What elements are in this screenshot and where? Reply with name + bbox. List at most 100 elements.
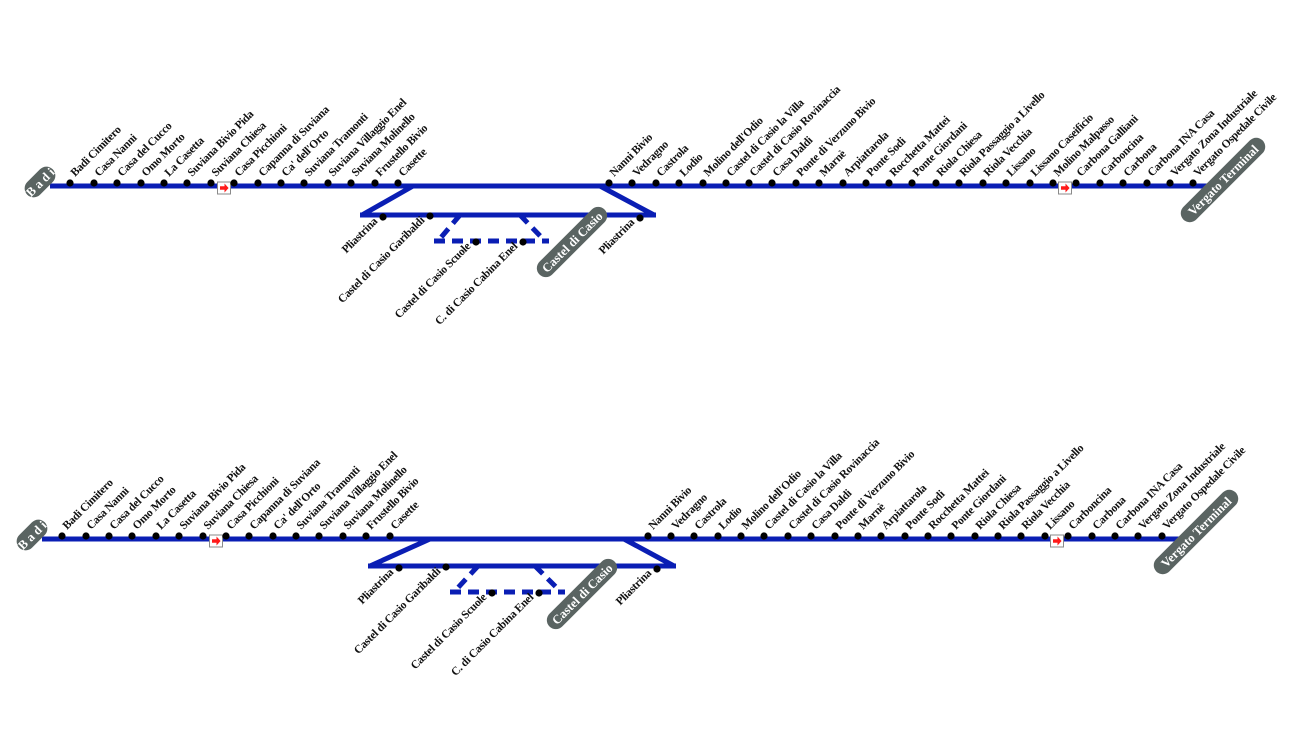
stop-dot[interactable]: [199, 532, 207, 540]
stop-dot[interactable]: [675, 179, 683, 187]
stop-dot[interactable]: [644, 532, 652, 540]
stop-dot[interactable]: [1088, 532, 1096, 540]
stop-dot[interactable]: [113, 179, 121, 187]
stop[interactable]: Castel di Casio Scuole: [409, 589, 496, 672]
stop[interactable]: C. di Casio Cabina Enel: [449, 589, 543, 679]
stop-dot[interactable]: [488, 589, 496, 597]
stop-dot[interactable]: [519, 238, 527, 246]
stop-dot[interactable]: [254, 179, 262, 187]
stop-dot[interactable]: [160, 179, 168, 187]
stop-dot[interactable]: [82, 532, 90, 540]
stop-dot[interactable]: [854, 532, 862, 540]
stop-dot[interactable]: [667, 532, 675, 540]
stop-dot[interactable]: [1119, 179, 1127, 187]
stop-dot[interactable]: [230, 179, 238, 187]
terminal-start[interactable]: B a d i: [21, 163, 59, 201]
stop-dot[interactable]: [1072, 179, 1080, 187]
stop-dot[interactable]: [183, 179, 191, 187]
stop-dot[interactable]: [371, 179, 379, 187]
stop-dot[interactable]: [955, 179, 963, 187]
stop-dot[interactable]: [831, 532, 839, 540]
stop-dot[interactable]: [442, 563, 450, 571]
stop-dot[interactable]: [128, 532, 136, 540]
stop-dot[interactable]: [839, 179, 847, 187]
stop-dot[interactable]: [1096, 179, 1104, 187]
stop-dot[interactable]: [58, 532, 66, 540]
stop-dot[interactable]: [690, 532, 698, 540]
stop-dot[interactable]: [924, 532, 932, 540]
stop-dot[interactable]: [395, 564, 403, 572]
stop-dot[interactable]: [994, 532, 1002, 540]
stop-dot[interactable]: [760, 532, 768, 540]
stop-dot[interactable]: [699, 179, 707, 187]
stop-dot[interactable]: [379, 213, 387, 221]
stop-dot[interactable]: [535, 589, 543, 597]
stop-dot[interactable]: [1111, 532, 1119, 540]
stop-dot[interactable]: [277, 179, 285, 187]
stop-dot[interactable]: [768, 179, 776, 187]
stop-dot[interactable]: [1041, 532, 1049, 540]
stop-dot[interactable]: [347, 179, 355, 187]
stop[interactable]: Pliastrina: [614, 565, 661, 608]
stop-dot[interactable]: [1158, 532, 1166, 540]
stop-dot[interactable]: [877, 532, 885, 540]
stop-dot[interactable]: [362, 532, 370, 540]
stop-dot[interactable]: [653, 565, 661, 573]
stop-dot[interactable]: [1143, 179, 1151, 187]
stop-dot[interactable]: [137, 179, 145, 187]
stop-dot[interactable]: [175, 532, 183, 540]
stop-dot[interactable]: [784, 532, 792, 540]
stop-dot[interactable]: [971, 532, 979, 540]
stop-dot[interactable]: [1002, 179, 1010, 187]
stop-dot[interactable]: [152, 532, 160, 540]
stop-dot[interactable]: [947, 532, 955, 540]
stop-dot[interactable]: [792, 179, 800, 187]
stop-dot[interactable]: [66, 179, 74, 187]
stop[interactable]: Castel di Casio Scuole: [393, 238, 480, 321]
stop-dot[interactable]: [932, 179, 940, 187]
stop-dot[interactable]: [1026, 179, 1034, 187]
stop-dot[interactable]: [745, 179, 753, 187]
stop[interactable]: C. di Casio Cabina Enel: [433, 238, 527, 328]
stop-dot[interactable]: [292, 532, 300, 540]
stop-dot[interactable]: [815, 179, 823, 187]
stop-dot[interactable]: [1166, 179, 1174, 187]
stop[interactable]: Pliastrina: [340, 213, 387, 256]
stop-dot[interactable]: [105, 532, 113, 540]
stop-dot[interactable]: [885, 179, 893, 187]
stop-dot[interactable]: [807, 532, 815, 540]
stop-dot[interactable]: [979, 179, 987, 187]
stop-dot[interactable]: [1049, 179, 1057, 187]
stop-dot[interactable]: [324, 179, 332, 187]
stop-dot[interactable]: [901, 532, 909, 540]
stop-dot[interactable]: [222, 532, 230, 540]
stop-dot[interactable]: [908, 179, 916, 187]
stop-dot[interactable]: [1017, 532, 1025, 540]
stop-dot[interactable]: [1189, 179, 1197, 187]
stop-dot[interactable]: [652, 179, 660, 187]
stop-dot[interactable]: [300, 179, 308, 187]
stop-dot[interactable]: [394, 179, 402, 187]
stop-dot[interactable]: [737, 532, 745, 540]
stop-dot[interactable]: [722, 179, 730, 187]
stop-dot[interactable]: [472, 238, 480, 246]
stop-dot[interactable]: [1064, 532, 1072, 540]
stop-dot[interactable]: [90, 179, 98, 187]
stop-dot[interactable]: [862, 179, 870, 187]
stop-dot[interactable]: [605, 179, 613, 187]
terminal-start[interactable]: B a d i: [13, 516, 51, 554]
stop-dot[interactable]: [269, 532, 277, 540]
stop-dot[interactable]: [714, 532, 722, 540]
stop-dot[interactable]: [315, 532, 323, 540]
stop-dot[interactable]: [339, 532, 347, 540]
stop-dot[interactable]: [1134, 532, 1142, 540]
stop-dot[interactable]: [628, 179, 636, 187]
stop-dot[interactable]: [386, 532, 394, 540]
stop-dot[interactable]: [245, 532, 253, 540]
stop-dot[interactable]: [636, 214, 644, 222]
loop-branch-left: [360, 183, 415, 218]
stop-dot[interactable]: [426, 212, 434, 220]
stop-dot[interactable]: [207, 179, 215, 187]
stop[interactable]: Pliastrina: [356, 564, 403, 607]
